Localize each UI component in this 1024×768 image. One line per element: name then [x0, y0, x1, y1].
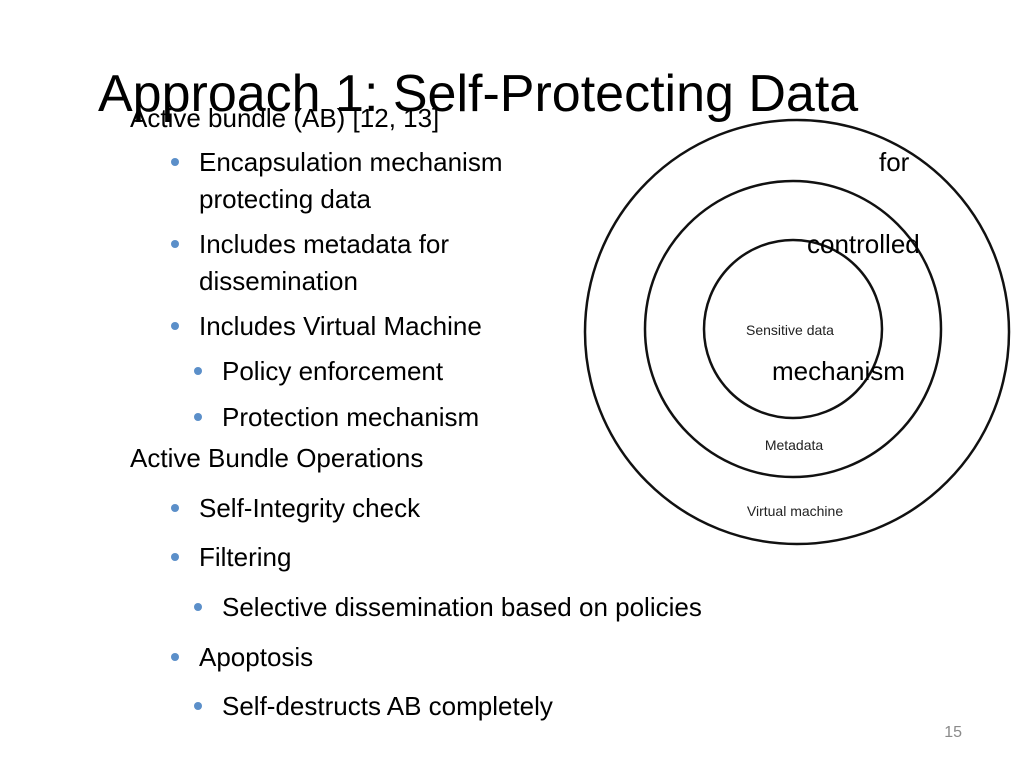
bullet-filtering: Filtering [199, 542, 292, 572]
bullet-encapsulation-tail: for [879, 147, 910, 177]
inner-ring-sensitive-data [702, 238, 884, 420]
sub-bullet-dot [194, 367, 202, 375]
slide-title: Approach 1: Self-Protecting Data [98, 65, 859, 123]
sub-bullet-policy: Policy enforcement [222, 356, 444, 386]
bullet-virtual-machine: Includes Virtual Machine [199, 311, 482, 341]
bullet-operations: Active Bundle Operations [130, 443, 424, 473]
sub-bullet-dot [194, 413, 202, 421]
slide-number: 15 [944, 724, 962, 741]
bullet-self-integrity: Self-Integrity check [199, 493, 421, 523]
bullet-active-bundle: Active bundle (AB) [12, 13] [130, 103, 440, 133]
label-virtual-machine: Virtual machine [747, 503, 843, 519]
bullet-dot [171, 553, 179, 561]
bullet-metadata: Includes metadata for [199, 229, 450, 259]
bullet-apoptosis: Apoptosis [199, 642, 314, 672]
sub-bullet-dot [194, 702, 202, 710]
bullet-metadata-continued: dissemination [199, 266, 358, 296]
bullet-dot [171, 504, 179, 512]
sub-bullet-protection: Protection mechanism [222, 402, 480, 432]
sub-bullet-selective: Selective dissemination based on policie… [222, 592, 702, 622]
bullet-dot [171, 240, 179, 248]
bullet-dot [171, 322, 179, 330]
label-sensitive-data: Sensitive data [746, 322, 834, 338]
outer-ring-virtual-machine [583, 118, 1011, 546]
label-metadata: Metadata [765, 437, 824, 453]
bullet-metadata-tail: controlled [807, 229, 920, 259]
bullet-dot [171, 158, 179, 166]
sub-bullet-dot [194, 603, 202, 611]
bullet-encapsulation: Encapsulation mechanism [199, 147, 503, 177]
bullet-dot [171, 653, 179, 661]
sub-bullet-self-destructs: Self-destructs AB completely [222, 691, 553, 721]
bullet-encapsulation-continued: protecting data [199, 184, 372, 214]
middle-ring-metadata [643, 179, 943, 479]
sub-bullet-policy-tail: mechanism [772, 356, 905, 386]
